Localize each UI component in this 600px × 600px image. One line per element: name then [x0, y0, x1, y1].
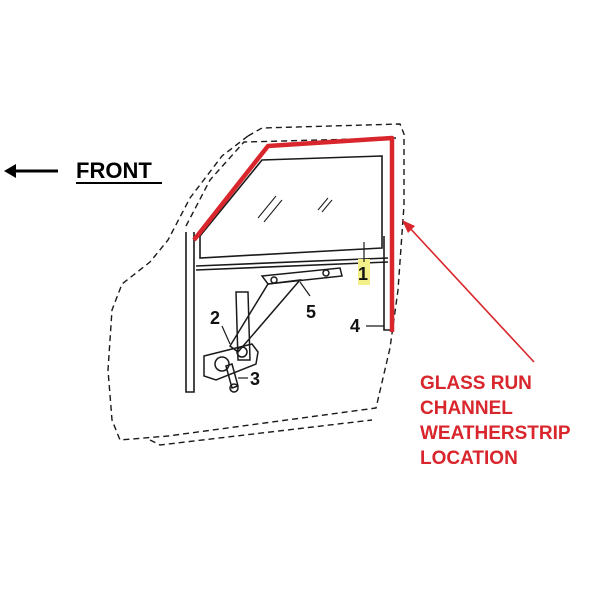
- callout-line-3: WEATHERSTRIP: [420, 423, 571, 444]
- regulator-gear-icon: [214, 356, 230, 372]
- lift-channel-bolt-2: [322, 269, 330, 277]
- door-inner-dashed-outline: [185, 137, 397, 227]
- glass-reflection-1: [257, 195, 277, 219]
- callout-pointer-line: [407, 225, 535, 363]
- window-frame: [195, 155, 389, 271]
- front-channel-outline: [185, 232, 195, 393]
- door-outline: [107, 123, 405, 446]
- regulator-lift-channel: [260, 267, 343, 285]
- crank-shaft-end-icon: [229, 383, 239, 393]
- part-5-leader-line: [299, 281, 311, 297]
- callout-arrowhead-icon: [402, 220, 415, 233]
- callout-line-1: GLASS RUN: [420, 373, 532, 394]
- window-belt-line: [195, 257, 389, 267]
- front-glass-channel: [185, 232, 195, 393]
- window-regulator-arm: [229, 267, 343, 354]
- regulator-pivot-icon: [236, 346, 248, 358]
- part-number-1: 1: [358, 264, 368, 284]
- window-belt-line-lower: [195, 261, 389, 271]
- glass-reflection-2: [263, 199, 283, 223]
- rear-channel-outline: [383, 236, 390, 331]
- weatherstrip-callout: GLASS RUN CHANNEL WEATHERSTRIP LOCATION: [420, 373, 571, 469]
- part-number-5: 5: [306, 302, 316, 322]
- front-label: FRONT: [76, 158, 152, 183]
- part-number-4: 4: [350, 316, 360, 336]
- window-glass-outline: [199, 155, 383, 259]
- callout-line-4: LOCATION: [420, 448, 518, 469]
- door-outer-dashed-outline: [107, 123, 405, 441]
- rear-glass-channel: [366, 236, 390, 331]
- part-1-marker: 1: [358, 242, 370, 285]
- window-crank-shaft: [225, 363, 248, 393]
- window-regulator-body: [203, 291, 259, 381]
- lift-channel-bolt-1: [270, 276, 278, 284]
- glass-reflection-3: [317, 197, 329, 211]
- part-number-3: 3: [250, 369, 260, 389]
- part-2-leader-line: [221, 325, 231, 345]
- callout-pointer: [402, 220, 535, 363]
- regulator-base-plate: [203, 343, 259, 381]
- callout-line-2: CHANNEL: [420, 398, 513, 419]
- front-arrow-head-icon: [4, 164, 16, 178]
- front-direction-indicator: FRONT: [4, 158, 162, 184]
- glass-reflection-4: [321, 199, 333, 213]
- regulator-vertical-bracket: [235, 291, 251, 361]
- regulator-main-arm: [229, 279, 302, 354]
- door-lower-dashed-edge: [149, 419, 373, 446]
- part-1-highlight: [358, 259, 370, 285]
- part-number-2: 2: [210, 308, 220, 328]
- glass-run-weatherstrip: [192, 135, 395, 332]
